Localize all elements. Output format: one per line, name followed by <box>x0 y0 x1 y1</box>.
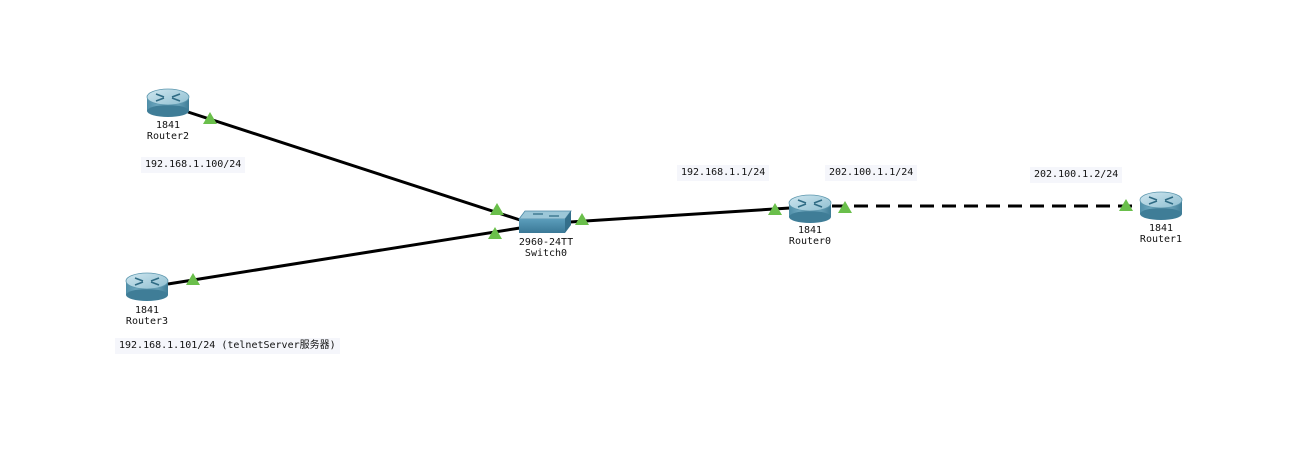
note-router2-ip[interactable]: 192.168.1.100/24 <box>141 157 246 173</box>
link-router3-switch0[interactable] <box>167 226 521 286</box>
router2-label: 1841 Router2 <box>147 120 189 142</box>
router3-name: Router3 <box>125 316 169 327</box>
link-up-triangle <box>488 227 502 239</box>
link-up-triangle <box>575 213 589 225</box>
note-router0-wan-ip[interactable]: 202.100.1.1/24 <box>825 165 918 181</box>
note-router3-ip[interactable]: 192.168.1.101/24 (telnetServer服务器) <box>115 338 340 354</box>
router1-name: Router1 <box>1139 234 1183 245</box>
link-up-triangle <box>203 112 217 124</box>
switch0-name: Switch0 <box>524 248 568 259</box>
note-router0-lan-ip[interactable]: 192.168.1.1/24 <box>677 165 770 181</box>
note-router1-wan-ip[interactable]: 202.100.1.2/24 <box>1030 167 1123 183</box>
router0-name: Router0 <box>788 236 832 247</box>
router2-model: 1841 <box>155 120 181 131</box>
router3-model: 1841 <box>134 305 160 316</box>
switch0-model: 2960-24TT <box>518 237 574 248</box>
link-up-triangle <box>838 201 852 213</box>
router1-model: 1841 <box>1148 223 1174 234</box>
link-router2-switch0[interactable] <box>187 110 521 222</box>
router-icon[interactable] <box>146 88 190 117</box>
router-icon[interactable] <box>788 194 832 223</box>
router2-name: Router2 <box>146 131 190 142</box>
link-status-indicators <box>186 112 1133 285</box>
router0-model: 1841 <box>797 225 823 236</box>
link-up-triangle <box>1119 199 1133 211</box>
router-icon[interactable] <box>125 272 169 301</box>
router0-label: 1841 Router0 <box>789 225 831 247</box>
link-up-triangle <box>490 203 504 215</box>
router3-label: 1841 Router3 <box>126 305 168 327</box>
router-icon[interactable] <box>1139 191 1183 220</box>
link-switch0-router0[interactable] <box>569 206 791 224</box>
switch0-label: 2960-24TT Switch0 <box>519 237 573 259</box>
link-up-triangle <box>186 273 200 285</box>
router1-label: 1841 Router1 <box>1140 223 1182 245</box>
switch-icon[interactable] <box>518 210 572 233</box>
link-up-triangle <box>768 203 782 215</box>
